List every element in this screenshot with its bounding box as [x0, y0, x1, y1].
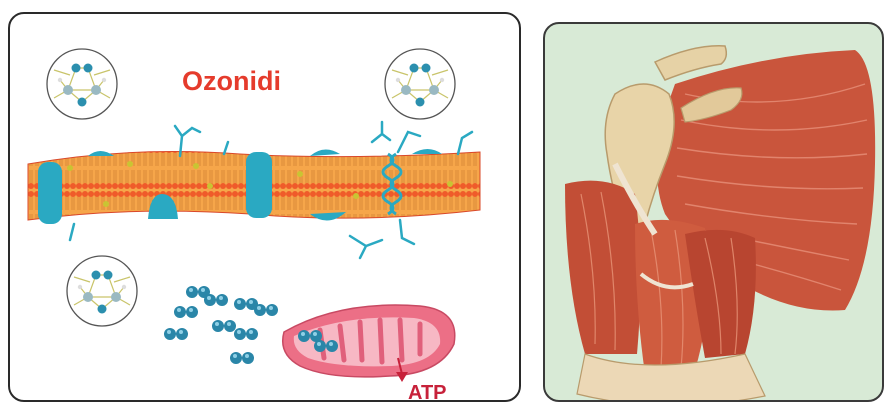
ozonide-molecule-icon	[47, 49, 117, 119]
oxygen-molecule-icon	[234, 328, 258, 340]
oxygen-molecule-icon	[204, 294, 228, 306]
ozonide-diagram-panel: Ozonidi ATP	[8, 12, 521, 402]
oxygen-molecule-icon	[212, 320, 236, 332]
oxygen-molecules	[164, 286, 278, 364]
oxygen-molecule-icon	[230, 352, 254, 364]
atp-label: ATP	[408, 382, 447, 402]
ozonide-molecule-icon	[67, 256, 137, 326]
shoulder-anatomy-panel	[543, 22, 884, 402]
oxygen-molecule-icon	[164, 328, 188, 340]
mitochondrion-icon	[283, 305, 455, 382]
ozonide-molecule-icon	[385, 49, 455, 119]
shoulder-muscle-illustration	[545, 24, 884, 402]
cell-membrane-icon	[28, 122, 480, 258]
oxygen-molecule-icon	[174, 306, 198, 318]
ozonide-title: Ozonidi	[182, 66, 281, 97]
oxygen-molecule-icon	[254, 304, 278, 316]
